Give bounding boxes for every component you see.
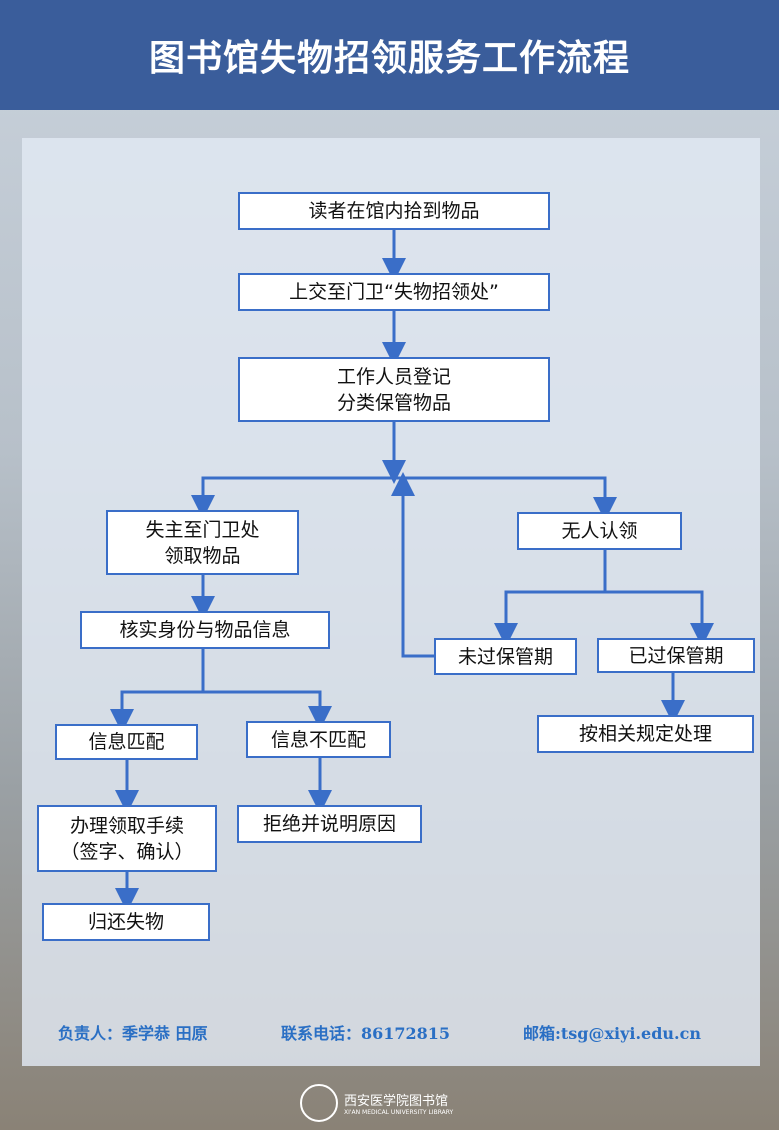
step-info-mismatch: 信息不匹配 — [246, 721, 391, 758]
step-label: 分类保管物品 — [336, 391, 451, 414]
step-refuse: 拒绝并说明原因 — [237, 805, 422, 843]
step-label: 未过保管期 — [457, 645, 553, 668]
step-owner-claims: 失主至门卫处领取物品 — [106, 510, 299, 575]
contact-email[interactable]: 邮箱:tsg@xiyi.edu.cn — [523, 1024, 702, 1043]
step-hand-in: 上交至门卫“失物招领处” — [238, 273, 550, 311]
step-label: （签字、确认） — [60, 840, 194, 863]
step-label: 核实身份与物品信息 — [119, 619, 291, 641]
step-within-period: 未过保管期 — [434, 638, 577, 675]
step-verify: 核实身份与物品信息 — [80, 611, 330, 649]
step-period-expired: 已过保管期 — [597, 638, 755, 673]
logo-name-cn: 西安医学院图书馆 — [344, 1094, 449, 1109]
header: 图书馆失物招领服务工作流程 — [0, 0, 779, 110]
step-register: 工作人员登记分类保管物品 — [238, 357, 550, 422]
emblem-icon — [300, 1084, 338, 1122]
step-procedures: 办理领取手续 （签字、确认） — [37, 805, 217, 872]
step-handle-by-rules: 按相关规定处理 — [537, 715, 754, 753]
step-label: 信息匹配 — [88, 731, 165, 753]
step-label: 无人认领 — [561, 520, 638, 542]
step-label: 拒绝并说明原因 — [262, 813, 396, 835]
logo-name-en: XI'AN MEDICAL UNIVERSITY LIBRARY — [344, 1109, 454, 1116]
responsible-person: 负责人：季学恭 田原 — [58, 1024, 208, 1043]
page-title: 图书馆失物招领服务工作流程 — [148, 38, 630, 79]
step-label: 领取物品 — [164, 544, 241, 567]
branch-line — [504, 590, 714, 647]
step-label: 已过保管期 — [628, 644, 724, 667]
branch-line — [120, 690, 332, 730]
step-label: 信息不匹配 — [270, 728, 366, 751]
step-unclaimed: 无人认领 — [517, 512, 682, 550]
step-label: 按相关规定处理 — [578, 723, 712, 745]
step-label: 失主至门卫处 — [145, 518, 260, 541]
step-label: 工作人员登记 — [336, 365, 451, 388]
step-info-match: 信息匹配 — [55, 724, 198, 760]
step-label: 上交至门卫“失物招领处” — [289, 281, 499, 303]
step-label: 归还失物 — [87, 911, 164, 933]
loop-back-line — [391, 472, 434, 658]
step-label: 办理领取手续 — [69, 814, 184, 837]
step-found-item: 读者在馆内拾到物品 — [238, 192, 550, 230]
library-logo: 西安医学院图书馆 XI'AN MEDICAL UNIVERSITY LIBRAR… — [300, 1084, 453, 1122]
step-label: 读者在馆内拾到物品 — [308, 200, 480, 222]
contact-phone: 联系电话：86172815 — [281, 1024, 451, 1043]
step-return-item: 归还失物 — [42, 903, 210, 941]
